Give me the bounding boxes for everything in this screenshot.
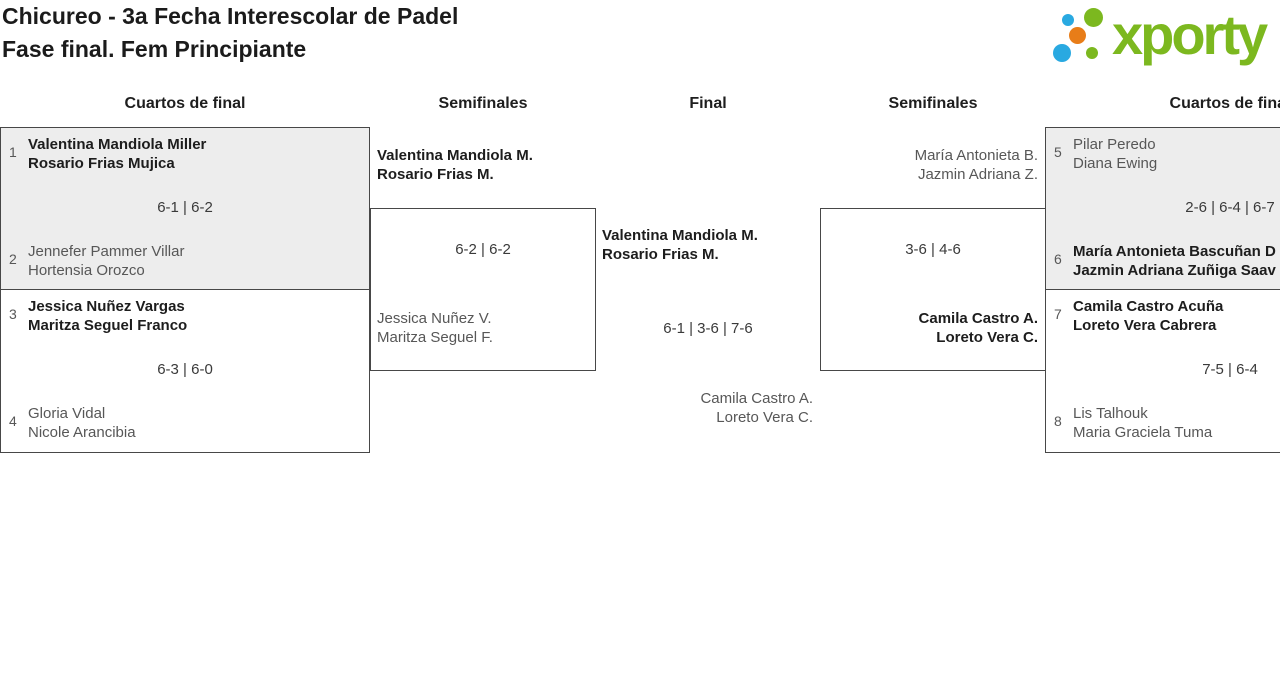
player-name: Maritza Seguel F. <box>377 329 493 346</box>
player-name: Valentina Mandiola M. <box>377 147 533 164</box>
seed-number: 7 <box>1054 306 1062 322</box>
player-name: Camila Castro A. <box>918 310 1038 327</box>
player-name: Diana Ewing <box>1073 155 1158 172</box>
match-score: 6-1 | 6-2 <box>157 199 213 216</box>
team-names-bottom: Lis Talhouk Maria Graciela Tuma <box>1073 404 1212 442</box>
seed-number: 6 <box>1054 251 1062 267</box>
team-names-top: Jessica Nuñez Vargas Maritza Seguel Fran… <box>28 297 187 335</box>
team-names-bottom: Gloria Vidal Nicole Arancibia <box>28 404 136 442</box>
page-title: Chicureo - 3a Fecha Interescolar de Pade… <box>2 0 458 66</box>
player-name: Nicole Arancibia <box>28 424 136 441</box>
seed-number: 1 <box>9 144 17 160</box>
player-name: Pilar Peredo <box>1073 136 1156 153</box>
player-name: Jazmin Adriana Z. <box>917 166 1038 183</box>
title-line-2: Fase final. Fem Principiante <box>2 36 307 62</box>
player-name: María Antonieta B. <box>914 147 1038 164</box>
sf-left-bottom-team: Jessica Nuñez V. Maritza Seguel F. <box>377 309 493 347</box>
logo-dot-orange-icon <box>1069 27 1086 44</box>
seed-number: 2 <box>9 251 17 267</box>
player-name: Jessica Nuñez V. <box>377 310 492 327</box>
match-box-qf-right-2: 7 Camila Castro Acuña Loreto Vera Cabrer… <box>1045 289 1280 453</box>
seed-number: 8 <box>1054 413 1062 429</box>
player-name: Valentina Mandiola Miller <box>28 136 207 153</box>
player-name: Camila Castro A. <box>700 390 813 407</box>
player-name: Jessica Nuñez Vargas <box>28 298 185 315</box>
match-score: 7-5 | 6-4 <box>1202 361 1258 378</box>
seed-number: 4 <box>9 413 17 429</box>
player-name: Camila Castro Acuña <box>1073 298 1224 315</box>
player-name: Loreto Vera C. <box>716 409 813 426</box>
match-box-sf-right: 3-6 | 4-6 <box>820 208 1046 371</box>
player-name: Lis Talhouk <box>1073 405 1148 422</box>
player-name: Rosario Frias M. <box>377 166 494 183</box>
logo-dot-blue-large-icon <box>1053 44 1071 62</box>
sf-right-bottom-team: Camila Castro A. Loreto Vera C. <box>820 309 1038 347</box>
match-score: 2-6 | 6-4 | 6-7 <box>1185 199 1275 216</box>
match-score: 3-6 | 4-6 <box>905 241 961 258</box>
team-names-top: Valentina Mandiola Miller Rosario Frias … <box>28 135 206 173</box>
column-header-quarterfinals-left: Cuartos de final <box>124 95 246 112</box>
title-line-1: Chicureo - 3a Fecha Interescolar de Pade… <box>2 3 459 29</box>
team-names-bottom: María Antonieta Bascuñan D Jazmin Adrian… <box>1073 242 1276 280</box>
player-name: Jennefer Pammer Villar <box>28 243 185 260</box>
player-name: Loreto Vera C. <box>936 329 1038 346</box>
match-box-sf-left: 6-2 | 6-2 <box>370 208 596 371</box>
seed-number: 5 <box>1054 144 1062 160</box>
match-box-qf-right-1: 5 Pilar Peredo Diana Ewing 2-6 | 6-4 | 6… <box>1045 127 1280 290</box>
xporty-logo[interactable]: xporty <box>1050 0 1280 76</box>
logo-dot-green-large-icon <box>1084 8 1103 27</box>
column-header-semifinals-right: Semifinales <box>888 95 978 112</box>
logo-dot-blue-small-icon <box>1062 14 1074 26</box>
player-name: Maritza Seguel Franco <box>28 317 188 334</box>
seed-number: 3 <box>9 306 17 322</box>
sf-left-top-team: Valentina Mandiola M. Rosario Frias M. <box>377 146 533 184</box>
match-box-qf-left-1: 1 Valentina Mandiola Miller Rosario Fria… <box>0 127 370 290</box>
final-score: 6-1 | 3-6 | 7-6 <box>663 320 753 337</box>
column-header-semifinals-left: Semifinales <box>438 95 528 112</box>
player-name: Hortensia Orozco <box>28 262 145 279</box>
match-box-qf-left-2: 3 Jessica Nuñez Vargas Maritza Seguel Fr… <box>0 289 370 453</box>
match-score: 6-2 | 6-2 <box>455 241 511 258</box>
team-names-top: Pilar Peredo Diana Ewing <box>1073 135 1157 173</box>
sf-right-top-team: María Antonieta B. Jazmin Adriana Z. <box>820 146 1038 184</box>
player-name: Rosario Frias M. <box>602 246 719 263</box>
player-name: Maria Graciela Tuma <box>1073 424 1213 441</box>
player-name: Gloria Vidal <box>28 405 106 422</box>
final-winner-team: Valentina Mandiola M. Rosario Frias M. <box>602 226 758 264</box>
column-header-final: Final <box>689 95 727 112</box>
logo-wordmark: xporty <box>1112 3 1268 66</box>
player-name: Rosario Frias Mujica <box>28 155 175 172</box>
player-name: María Antonieta Bascuñan D <box>1073 243 1276 260</box>
player-name: Valentina Mandiola M. <box>602 227 758 244</box>
team-names-top: Camila Castro Acuña Loreto Vera Cabrera <box>1073 297 1223 335</box>
column-header-quarterfinals-right: Cuartos de final <box>1169 95 1280 112</box>
player-name: Loreto Vera Cabrera <box>1073 317 1217 334</box>
team-names-bottom: Jennefer Pammer Villar Hortensia Orozco <box>28 242 184 280</box>
logo-dot-green-small-icon <box>1086 47 1098 59</box>
final-runnerup-team: Camila Castro A. Loreto Vera C. <box>595 389 813 427</box>
player-name: Jazmin Adriana Zuñiga Saav <box>1073 262 1276 279</box>
match-score: 6-3 | 6-0 <box>157 361 213 378</box>
